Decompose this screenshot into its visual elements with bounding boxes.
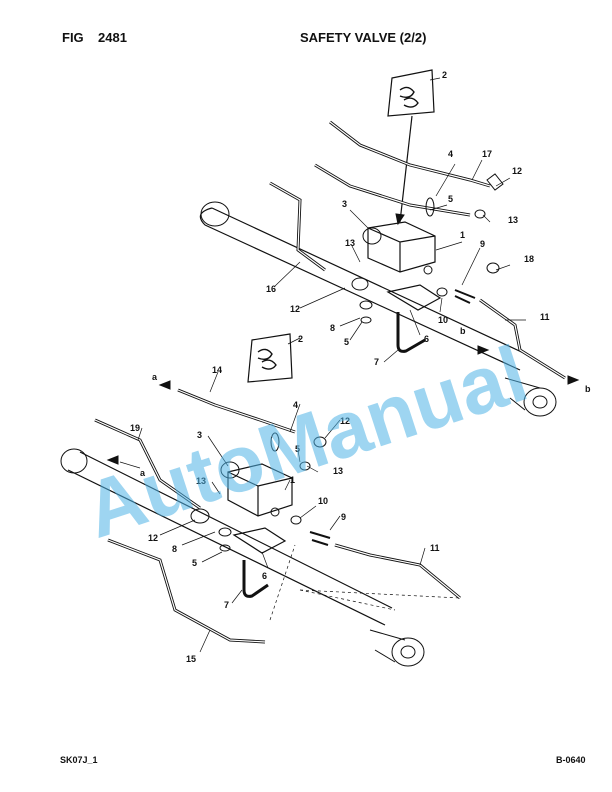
callout-upper-12a: 12: [512, 166, 522, 176]
callout-lower-4: 4: [293, 400, 298, 410]
callout-lower-a1: a: [152, 372, 158, 382]
watermark-text: AutoManual: [74, 329, 537, 555]
callout-lower-7: 7: [224, 600, 229, 610]
callout-upper-16: 16: [266, 284, 276, 294]
seal-kit-rings-lower: [257, 348, 277, 370]
callout-upper-6: 6: [424, 334, 429, 344]
callout-lower-1: 1: [290, 475, 295, 485]
callout-upper-8: 8: [330, 323, 335, 333]
mounting-plate-lower: [232, 527, 287, 554]
callout-upper-13a: 13: [508, 215, 518, 225]
callout-lower-8: 8: [172, 544, 177, 554]
callout-lower-13b: 13: [196, 476, 206, 486]
callout-upper-9: 9: [480, 239, 485, 249]
callout-upper-b2: b: [585, 384, 591, 394]
callout-lower-13a: 13: [333, 466, 343, 476]
callout-upper-5b: 5: [344, 337, 349, 347]
figure-number: 2481: [98, 30, 127, 45]
callout-lower-9: 9: [341, 512, 346, 522]
callout-lower-14: 14: [212, 365, 222, 375]
callout-lower-12a: 12: [340, 416, 350, 426]
callout-lower-12b: 12: [148, 533, 158, 543]
callout-lower-a2: a: [140, 468, 146, 478]
callout-lower-5: 5: [295, 444, 300, 454]
callout-upper-b1: b: [460, 326, 466, 336]
callout-upper-4: 4: [448, 149, 453, 159]
page-title: SAFETY VALVE (2/2): [300, 30, 427, 45]
callout-lower-19: 19: [130, 423, 140, 433]
tube-17b: [314, 163, 471, 217]
seal-kit-rings-upper: [399, 86, 419, 108]
callout-lower-11: 11: [430, 543, 440, 553]
callout-upper-1: 1: [460, 230, 465, 240]
hydraulic-cylinder-lower: [67, 451, 393, 626]
callout-upper-10: 10: [438, 315, 448, 325]
callout-upper-3: 3: [342, 199, 347, 209]
figure-label: FIG: [62, 30, 84, 45]
tube-11-lower: [334, 543, 461, 600]
mounting-plate-upper: [386, 284, 442, 311]
callout-labels: 2 17 4 12 5 13 3 1 13 9 18 16 12 10 11 8…: [130, 70, 591, 664]
valve-block-lower: [227, 463, 293, 517]
callout-upper-13b: 13: [345, 238, 355, 248]
callout-lower-3: 3: [197, 430, 202, 440]
callout-upper-17: 17: [482, 149, 492, 159]
u-bolt-upper: [396, 312, 426, 353]
callout-upper-2: 2: [442, 70, 447, 80]
seal-kit-bag-upper: [387, 69, 435, 117]
callout-lower-15: 15: [186, 654, 196, 664]
seal-kit-bag-lower: [247, 333, 293, 383]
callout-lower-10: 10: [318, 496, 328, 506]
callout-lower-6: 6: [262, 571, 267, 581]
callout-upper-11: 11: [540, 312, 550, 322]
u-bolt-lower: [242, 560, 269, 598]
callout-upper-5: 5: [448, 194, 453, 204]
valve-block-upper: [367, 221, 436, 273]
footer-left-code: SK07J_1: [60, 755, 98, 765]
lower-assembly: [60, 333, 580, 667]
callout-upper-12b: 12: [290, 304, 300, 314]
callout-upper-7: 7: [374, 357, 379, 367]
callout-lower-2: 2: [298, 334, 303, 344]
footer-right-code: B-0640: [556, 755, 586, 765]
callout-lower-5b: 5: [192, 558, 197, 568]
callout-upper-18: 18: [524, 254, 534, 264]
upper-assembly: [199, 69, 566, 417]
